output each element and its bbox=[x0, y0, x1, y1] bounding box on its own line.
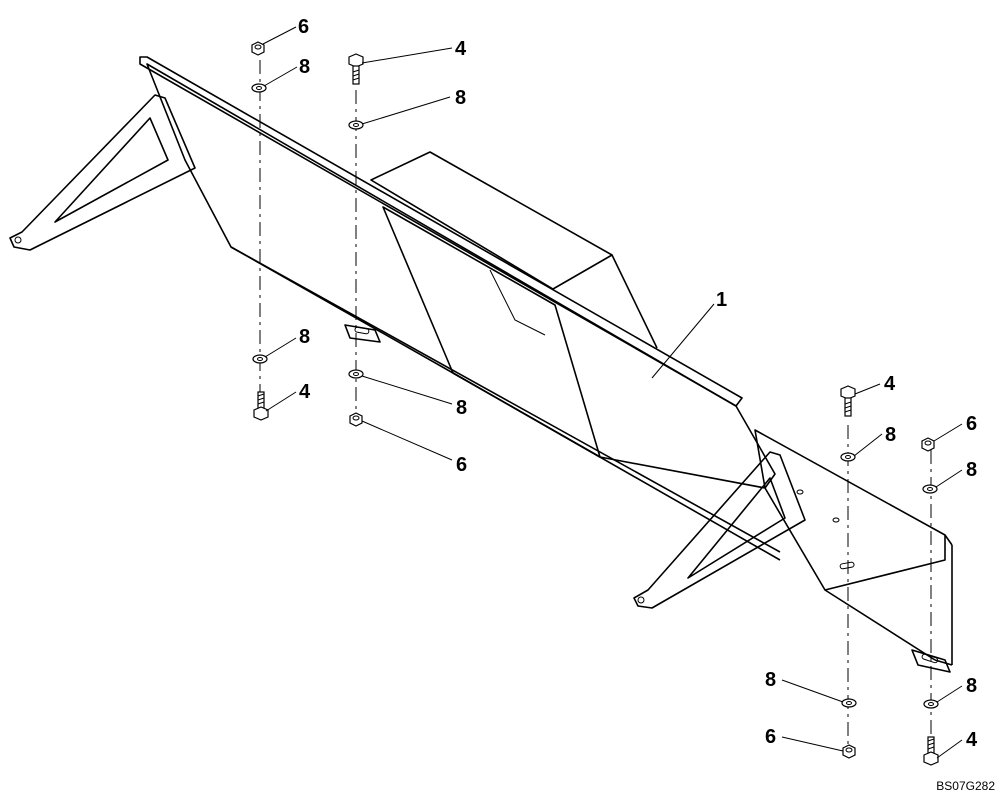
leader-lines bbox=[262, 26, 963, 759]
bolt-icon bbox=[348, 53, 364, 85]
callout-bolt: 4 bbox=[966, 729, 978, 751]
left-bracket-outline bbox=[9, 94, 196, 251]
floor-plate bbox=[754, 429, 946, 591]
callout-washer: 8 bbox=[299, 56, 310, 78]
floor-slot bbox=[839, 561, 855, 570]
left-bracket-cutout bbox=[54, 117, 169, 223]
callout-washer: 8 bbox=[299, 326, 310, 348]
callout-washer: 8 bbox=[966, 675, 977, 697]
nut-icon bbox=[349, 412, 363, 427]
callout-nut: 6 bbox=[765, 726, 776, 748]
right-bracket bbox=[633, 451, 806, 609]
washer-icon bbox=[922, 484, 938, 494]
hardware bbox=[251, 41, 939, 766]
floor-hole bbox=[796, 489, 804, 495]
callout-washer: 8 bbox=[885, 424, 896, 446]
shroud-assembly bbox=[139, 56, 953, 673]
callout-washer: 8 bbox=[456, 397, 467, 419]
floor-plate-lip bbox=[944, 534, 953, 546]
center-panel bbox=[382, 206, 601, 458]
lower-edge-2 bbox=[452, 372, 781, 561]
callout-nut: 6 bbox=[298, 16, 309, 38]
nut-icon bbox=[842, 744, 856, 759]
front-panel bbox=[146, 63, 776, 489]
callout-bolt: 4 bbox=[455, 38, 467, 60]
washer-icon bbox=[923, 699, 939, 709]
right-bracket-cutout bbox=[687, 477, 786, 579]
floor-plate-bottom bbox=[824, 589, 936, 661]
bolt-icon bbox=[923, 736, 939, 766]
lower-edge bbox=[230, 246, 781, 553]
callouts: 6 8 4 8 8 4 8 6 1 4 8 6 8 8 8 6 4 bbox=[298, 16, 978, 751]
callout-shroud: 1 bbox=[716, 289, 727, 311]
callout-bolt: 4 bbox=[299, 381, 311, 403]
washer-icon bbox=[348, 369, 364, 379]
bolt-icon bbox=[840, 385, 856, 417]
mount-slot-right bbox=[921, 653, 939, 664]
washer-icon bbox=[841, 698, 857, 708]
callout-nut: 6 bbox=[456, 454, 467, 476]
floor-hole bbox=[832, 517, 840, 523]
center-lines bbox=[259, 60, 932, 745]
center-panel-fold bbox=[489, 269, 546, 336]
drawing-reference-code: BS07G282 bbox=[936, 779, 995, 793]
callout-nut: 6 bbox=[966, 413, 977, 435]
washer-icon bbox=[840, 452, 856, 462]
left-bracket bbox=[9, 94, 196, 251]
callout-washer: 8 bbox=[455, 87, 466, 109]
nut-icon bbox=[251, 41, 265, 56]
mount-slot-left bbox=[354, 326, 370, 335]
left-bracket-hook bbox=[14, 236, 22, 244]
mount-tab-right bbox=[911, 649, 951, 673]
washer-icon bbox=[252, 354, 268, 364]
nut-icon bbox=[921, 437, 935, 452]
right-bracket-hook bbox=[637, 596, 645, 604]
right-bracket-outline bbox=[633, 451, 806, 609]
callout-washer: 8 bbox=[765, 669, 776, 691]
rear-box-edge bbox=[611, 254, 658, 349]
callout-bolt: 4 bbox=[884, 373, 896, 395]
washer-icon bbox=[348, 120, 364, 130]
bolt-icon bbox=[253, 391, 269, 421]
callout-washer: 8 bbox=[966, 459, 977, 481]
washer-icon bbox=[251, 83, 267, 93]
top-rail bbox=[139, 56, 743, 407]
